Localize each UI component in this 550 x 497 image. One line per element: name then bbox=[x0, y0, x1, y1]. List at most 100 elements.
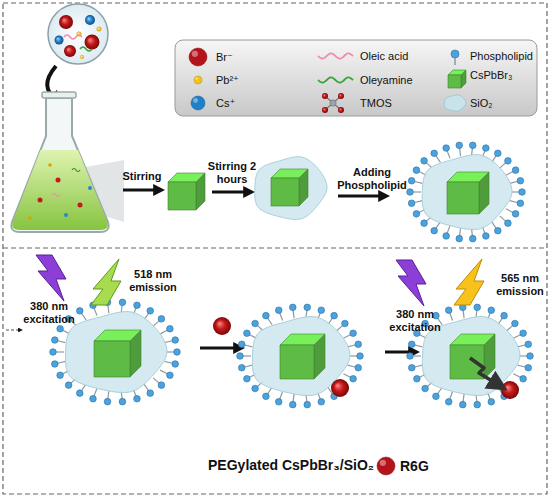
silica-shell bbox=[422, 155, 512, 230]
phospholipid-shell bbox=[119, 299, 126, 306]
precursor-circle bbox=[64, 35, 82, 39]
phospholipid-shell bbox=[517, 200, 524, 207]
light-bolt bbox=[454, 259, 484, 305]
phospholipid-shell bbox=[57, 372, 64, 379]
legend-swatch bbox=[330, 100, 336, 106]
flask bbox=[78, 203, 83, 208]
phospholipid-shell bbox=[119, 398, 126, 405]
flask bbox=[11, 98, 108, 232]
legend-swatch bbox=[338, 93, 344, 99]
legend-text: TMOS bbox=[360, 95, 392, 111]
light-bolt bbox=[36, 255, 484, 306]
phospholipid-shell bbox=[469, 235, 476, 242]
phospholipid-shell bbox=[289, 304, 296, 311]
phospholipid-shell bbox=[469, 142, 476, 149]
legend-swatch bbox=[318, 53, 353, 58]
phospholipid-shell bbox=[237, 304, 364, 408]
phospholipid-shell bbox=[263, 393, 270, 400]
phospholipid-shell bbox=[431, 227, 438, 234]
legend-swatch bbox=[318, 53, 353, 58]
legend-swatch bbox=[194, 76, 202, 84]
precursor-circle bbox=[55, 36, 64, 45]
light-bolt bbox=[396, 260, 426, 306]
silica-shell bbox=[255, 157, 327, 220]
phospholipid-shell bbox=[408, 341, 415, 348]
phospholipid-shell bbox=[76, 308, 83, 315]
phospholipid-shell bbox=[512, 167, 519, 174]
phospholipid-shell bbox=[413, 211, 420, 218]
silica-nanoparticle bbox=[237, 304, 364, 408]
nanoparticle bbox=[50, 142, 534, 408]
legend-box bbox=[175, 40, 537, 116]
process-label: 380 nm excitation bbox=[380, 308, 450, 334]
process-label: 380 nm excitation bbox=[14, 300, 84, 326]
phospholipid-shell bbox=[474, 401, 481, 408]
cube-crystal bbox=[94, 341, 130, 377]
continuation-arrow bbox=[6, 329, 20, 330]
legend-swatch bbox=[451, 50, 459, 58]
phospholipid-shell bbox=[408, 200, 415, 207]
phospholipid-shell bbox=[459, 401, 466, 408]
legend-swatch bbox=[192, 51, 198, 57]
precursor-circle bbox=[80, 47, 92, 51]
phospholipid-shell bbox=[158, 316, 165, 323]
process-label: Stirring bbox=[120, 170, 164, 183]
phospholipid-shell bbox=[408, 364, 415, 371]
phospholipid-shell bbox=[483, 145, 490, 152]
phospholipid-shell bbox=[275, 307, 282, 314]
phospholipid-shell bbox=[52, 361, 59, 368]
phospholipid-shell bbox=[443, 233, 450, 240]
phospholipid-shell bbox=[431, 150, 438, 157]
phospholipid-shell bbox=[456, 142, 463, 149]
flask bbox=[88, 186, 92, 190]
phospholipid-shell bbox=[104, 398, 111, 405]
energy-transfer-arrow bbox=[470, 358, 497, 384]
precursor-circle bbox=[97, 27, 102, 32]
phospholipid-shell bbox=[517, 177, 524, 184]
flask bbox=[42, 92, 76, 98]
legend-text: Cs⁺ bbox=[216, 95, 235, 111]
phospholipid-shell bbox=[244, 330, 251, 337]
phospholipid-shell bbox=[350, 330, 357, 337]
legend-swatch bbox=[445, 95, 466, 111]
cube-crystal bbox=[450, 334, 495, 345]
light-bolt bbox=[36, 255, 66, 301]
phospholipid-shell bbox=[52, 337, 59, 344]
silica-nanoparticle bbox=[255, 157, 327, 220]
legend-swatch bbox=[194, 76, 202, 84]
cube-crystal bbox=[168, 173, 205, 182]
phospholipid-shell bbox=[421, 220, 428, 227]
phospholipid-shell bbox=[474, 304, 481, 311]
process-arrow bbox=[338, 195, 383, 198]
phospholipid-shell bbox=[172, 337, 179, 344]
precursor-circle bbox=[48, 4, 108, 64]
phospholipid-shell bbox=[318, 307, 325, 314]
flask bbox=[72, 169, 80, 172]
panel-border bbox=[3, 3, 547, 494]
precursor-circle bbox=[59, 15, 73, 29]
phospholipid-shell bbox=[512, 211, 519, 218]
phospholipid-shell bbox=[355, 341, 362, 348]
continuation-arrow bbox=[6, 330, 20, 331]
cube-crystal bbox=[280, 345, 314, 379]
cube-crystal bbox=[280, 334, 325, 379]
legend-text: CsPbBr₃ bbox=[470, 67, 512, 83]
cube-crystal bbox=[94, 330, 141, 341]
phospholipid-shell bbox=[525, 364, 532, 371]
flask bbox=[52, 194, 60, 197]
figure-label: PEGylated CsPbBr₃/SiO₂ bbox=[130, 457, 374, 474]
flask bbox=[56, 178, 61, 183]
flask bbox=[38, 198, 43, 203]
phospholipid-shell bbox=[237, 353, 244, 360]
flask bbox=[64, 213, 68, 217]
phospholipid-shell bbox=[238, 341, 245, 348]
phospholipid-shell bbox=[76, 390, 83, 397]
cube-crystal bbox=[447, 172, 489, 182]
phospholipid-shell bbox=[445, 399, 452, 406]
phospholipid-shell bbox=[263, 312, 270, 319]
cube-crystal bbox=[450, 334, 495, 379]
process-label: Stirring 2 hours bbox=[206, 160, 258, 186]
legend-swatch bbox=[380, 460, 386, 466]
phospholipid-shell bbox=[304, 304, 311, 311]
